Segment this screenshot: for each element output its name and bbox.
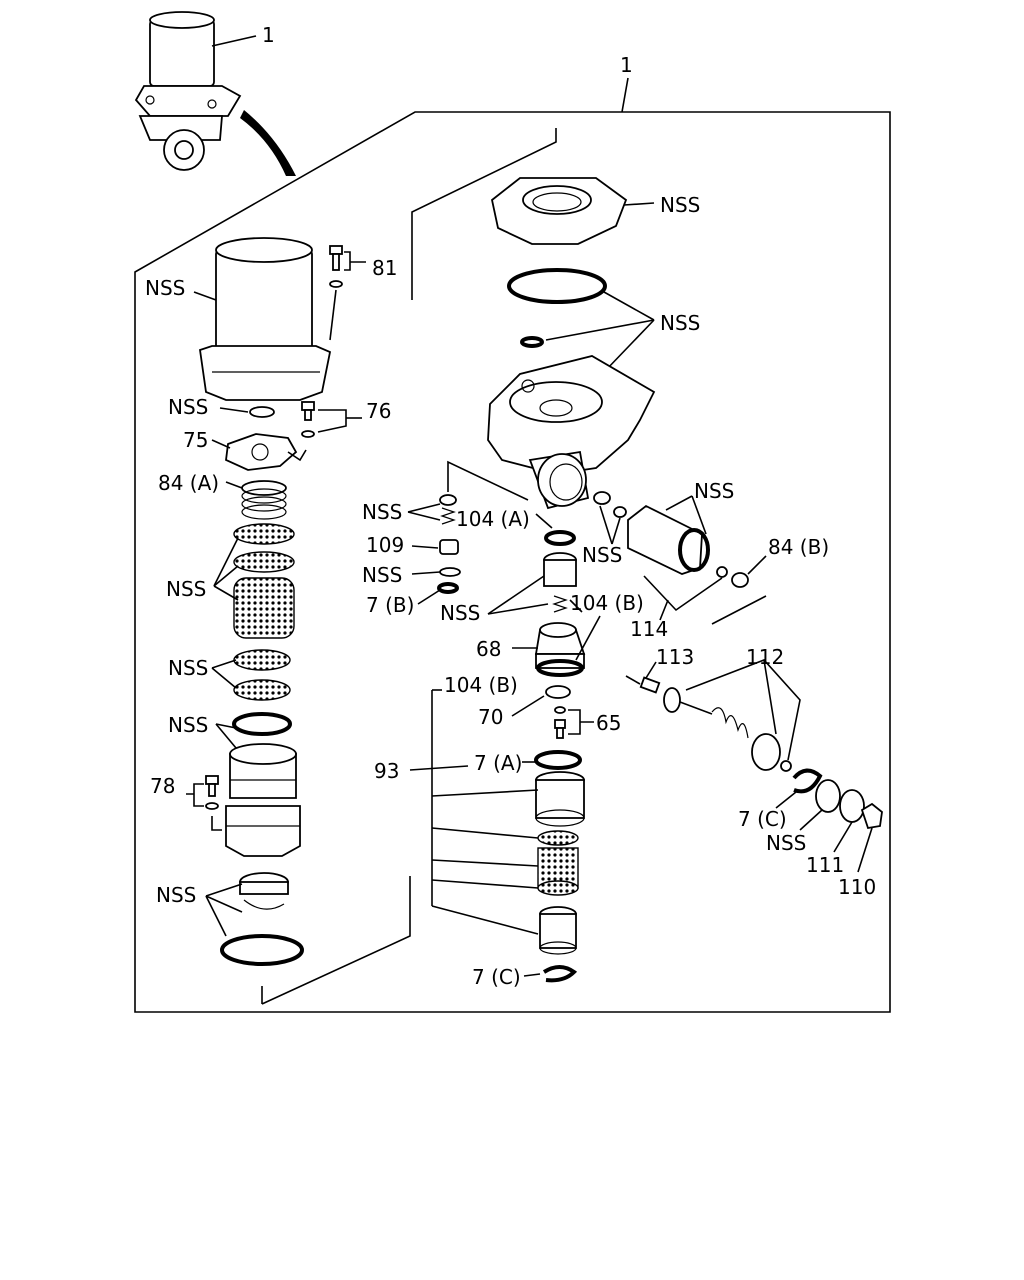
callout-nss-seal: NSS — [362, 563, 402, 587]
o-ring-nss — [232, 712, 292, 736]
pin-113 — [639, 676, 661, 694]
fitting-nss — [593, 491, 627, 518]
screw-78 — [205, 775, 219, 810]
bolt-81 — [329, 245, 343, 288]
cartridge-93 — [534, 750, 585, 955]
seat-70 — [545, 685, 571, 699]
kit-boundary-frame — [134, 111, 891, 1013]
callout-81: 81 — [372, 256, 397, 280]
callout-84b: 84 (B) — [768, 535, 829, 559]
piston-68 — [534, 622, 586, 677]
filter-cartridge-nss — [233, 523, 295, 639]
o-ring-small — [520, 336, 544, 348]
callout-nss-spring: NSS — [440, 601, 480, 625]
ring-104a — [544, 530, 576, 546]
callout-nss-orings: NSS — [660, 311, 700, 335]
callout-7a: 7 (A) — [474, 751, 522, 775]
callout-1-assembly: 1 — [262, 23, 275, 47]
valve-nss — [439, 494, 457, 525]
callout-nss-filters: NSS — [166, 577, 206, 601]
valve-body — [487, 355, 656, 510]
spring-84a — [241, 480, 287, 520]
plate-nss — [815, 779, 841, 813]
callout-114: 114 — [630, 617, 668, 641]
callout-65: 65 — [596, 711, 621, 735]
callout-7b: 7 (B) — [366, 593, 414, 617]
washer-nss — [249, 406, 275, 418]
top-cover-nss — [491, 177, 628, 245]
callout-104a: 104 (A) — [456, 507, 530, 531]
callout-nss-ring: NSS — [168, 713, 208, 737]
plate-75 — [225, 433, 298, 471]
callout-nss-plate: NSS — [766, 831, 806, 855]
callout-nss-canister: NSS — [145, 276, 185, 300]
plug-110 — [860, 802, 883, 830]
callout-84a: 84 (A) — [158, 471, 219, 495]
snap-ring-7c-lower — [542, 965, 578, 983]
assembled-air-dryer — [134, 11, 296, 176]
callout-75: 75 — [183, 428, 208, 452]
callout-104b-upper: 104 (B) — [570, 591, 644, 615]
callout-nss-valve: NSS — [362, 500, 402, 524]
fitting-109 — [437, 539, 461, 594]
callout-1-kit: 1 — [620, 53, 633, 77]
callout-104b-lower: 104 (B) — [444, 673, 518, 697]
callout-111: 111 — [806, 853, 844, 877]
screens-nss — [233, 649, 291, 701]
screw-65 — [554, 706, 566, 739]
callout-nss-fitting: NSS — [582, 543, 622, 567]
heater-nss — [627, 504, 710, 575]
spring-assembly-112 — [663, 687, 792, 772]
callout-nss-bottom: NSS — [156, 883, 196, 907]
callout-112: 112 — [746, 645, 784, 669]
washer-111 — [839, 789, 865, 823]
callout-7c-upper: 7 (C) — [738, 807, 787, 831]
callout-76: 76 — [366, 399, 391, 423]
piston-nss — [220, 872, 304, 966]
o-ring-large — [507, 268, 607, 304]
callout-110: 110 — [838, 875, 876, 899]
callout-70: 70 — [478, 705, 503, 729]
callout-nss-screens: NSS — [168, 656, 208, 680]
housing-lower — [225, 743, 301, 857]
callout-78: 78 — [150, 774, 175, 798]
desiccant-canister — [199, 237, 332, 401]
plug-84b — [716, 566, 749, 588]
snap-ring-7c-upper — [792, 768, 823, 794]
screw-76 — [301, 401, 315, 438]
callout-113: 113 — [656, 645, 694, 669]
callout-93: 93 — [374, 759, 399, 783]
callout-nss-washer: NSS — [168, 395, 208, 419]
callout-7c-lower: 7 (C) — [472, 965, 521, 989]
callout-68: 68 — [476, 637, 501, 661]
spring-nss — [543, 552, 577, 613]
callout-109: 109 — [366, 533, 404, 557]
callout-nss-heater: NSS — [694, 479, 734, 503]
callout-nss-topcover: NSS — [660, 193, 700, 217]
